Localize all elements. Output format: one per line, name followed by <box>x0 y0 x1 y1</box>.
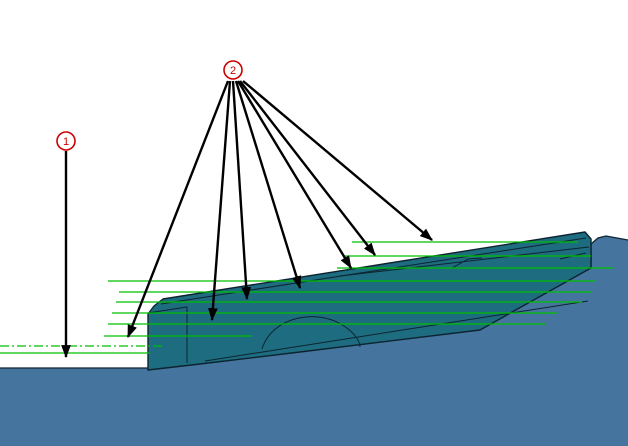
callout-label: 1 <box>63 136 69 148</box>
leader-arrow <box>236 80 353 269</box>
callout-circle[interactable] <box>223 60 243 80</box>
model-body <box>0 236 628 446</box>
leader-arrow <box>234 80 302 290</box>
part-edge-line <box>160 237 587 305</box>
leader-arrow <box>239 80 376 256</box>
leader-arrow <box>208 80 232 322</box>
part-edge-line <box>451 257 483 269</box>
callout-balloon-2[interactable]: 2 <box>223 60 243 80</box>
callout-balloon-1[interactable]: 1 <box>56 131 76 151</box>
leader-arrow <box>126 80 230 339</box>
callout-label: 2 <box>230 65 236 77</box>
model-layer <box>0 231 628 446</box>
part-cross-section <box>147 231 592 371</box>
annotation-layer: 12 <box>56 60 433 359</box>
part-edge-line <box>204 300 589 362</box>
section-lines-layer <box>0 241 613 354</box>
leader-arrow <box>231 80 252 301</box>
callout-circle[interactable] <box>56 131 76 151</box>
leader-arrow <box>242 80 433 241</box>
part-edge-line <box>147 306 188 363</box>
